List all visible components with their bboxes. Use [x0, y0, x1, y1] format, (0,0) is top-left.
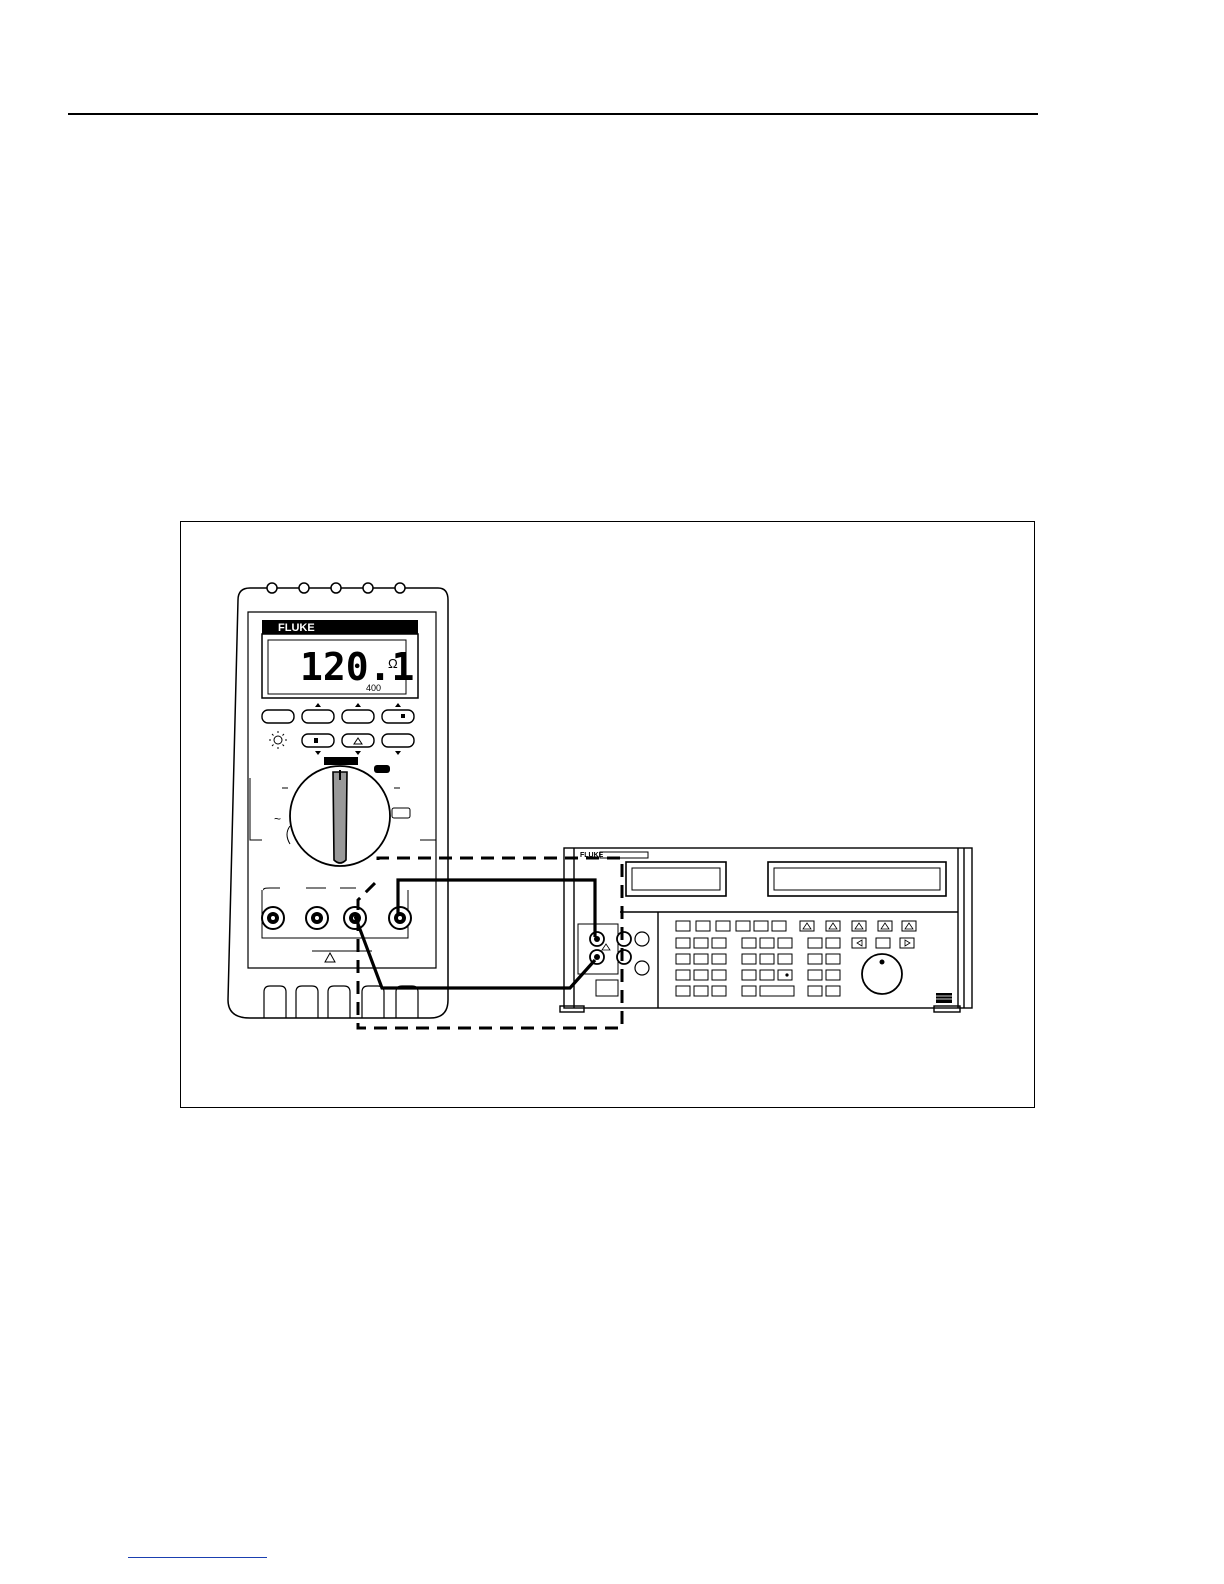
power-switch[interactable] — [936, 993, 952, 1003]
meter-button-6[interactable] — [342, 734, 374, 747]
backlight-icon[interactable] — [269, 731, 287, 749]
meter-range: 400 — [366, 683, 381, 693]
meter-display: 120.1 Ω 400 — [262, 634, 418, 698]
meter-button-3[interactable] — [342, 710, 374, 723]
calibrator-display-right — [768, 862, 946, 896]
meter-button-7[interactable] — [382, 734, 414, 747]
calibrator-display-left — [626, 862, 726, 896]
jack-1[interactable] — [262, 907, 284, 929]
jack-2[interactable] — [306, 907, 328, 929]
warning-triangle-icon — [325, 953, 335, 962]
meter-button-2[interactable] — [302, 710, 334, 723]
svg-text:~: ~ — [274, 812, 281, 826]
meter-brand: FLUKE — [278, 622, 315, 634]
meter-button-4[interactable] — [382, 710, 414, 723]
footer-link-underline — [128, 1557, 267, 1558]
rotary-knob-icon[interactable] — [862, 954, 902, 994]
rotary-switch-icon[interactable]: ~ — [250, 757, 436, 866]
meter-unit: Ω — [388, 656, 398, 671]
jack-ohms[interactable] — [389, 907, 411, 929]
meter-button-1[interactable] — [262, 710, 294, 723]
test-lead-low — [355, 916, 595, 988]
